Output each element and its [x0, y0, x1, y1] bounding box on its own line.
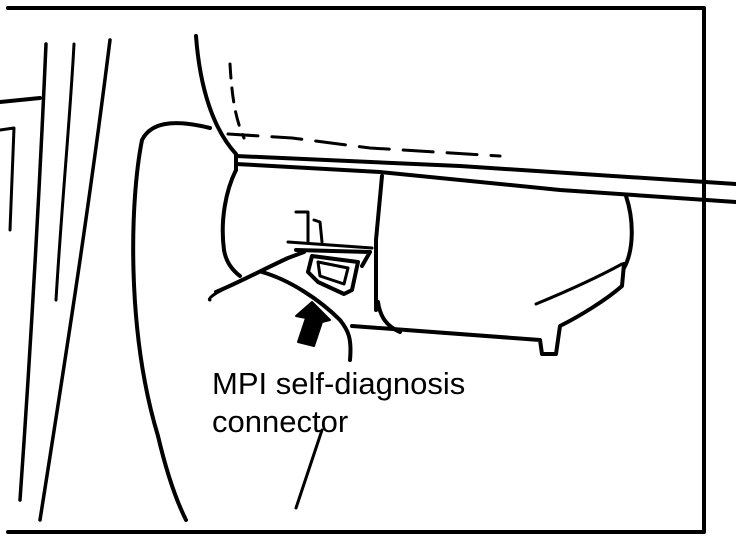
left-pillar-curve-c — [38, 38, 112, 522]
figure-frame — [6, 6, 706, 534]
diagnosis-connector-face — [316, 260, 350, 286]
footwell-lower-edge — [207, 288, 224, 302]
diagnosis-connector — [306, 254, 360, 296]
glovebox-inner-line — [534, 262, 624, 306]
under-dash-top-edge — [234, 154, 736, 186]
glovebox-right-edge — [622, 194, 634, 270]
left-pillar-edge-outer — [0, 96, 42, 104]
upper-shelf-dashed — [226, 132, 502, 158]
dash-panel-curve — [194, 34, 238, 172]
leader-line — [294, 428, 324, 510]
callout-line-2: connector — [212, 404, 348, 439]
connector-bracket — [294, 210, 324, 244]
left-pillar-curve-b — [54, 42, 76, 302]
connector-mount-ledge — [286, 240, 374, 250]
dash-panel-dashed — [228, 62, 246, 140]
panel-divider — [374, 174, 384, 312]
column-cover-lower — [214, 250, 306, 294]
footwell-curve — [260, 270, 353, 362]
knee-panel-outline — [131, 121, 212, 522]
under-dash-second-edge — [234, 162, 736, 204]
callout-line-1: MPI self-diagnosis — [212, 366, 465, 401]
left-pillar-curve-a — [18, 42, 48, 502]
column-cover-bottom — [294, 248, 372, 268]
column-cover-edge — [220, 168, 242, 278]
left-pillar-edge-mid — [0, 126, 16, 232]
arrow-up-icon — [295, 301, 331, 347]
glovebox-bottom-edge — [350, 262, 626, 356]
